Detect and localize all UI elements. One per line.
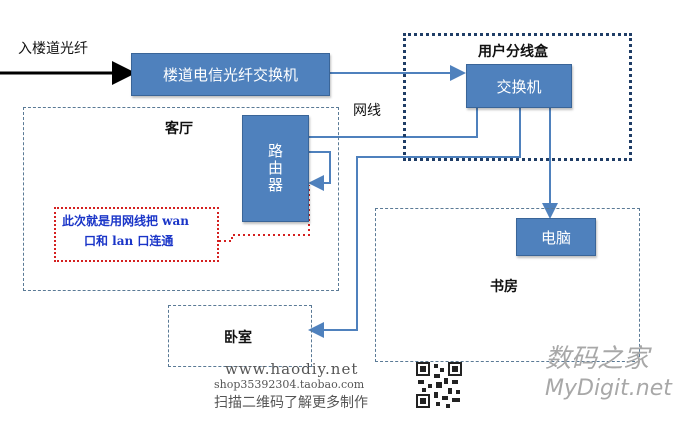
distribution-box-zone [403, 33, 632, 161]
study-zone [375, 208, 640, 362]
study-label: 书房 [490, 279, 518, 295]
router-label: 路由器 [266, 143, 284, 194]
note-line-2: 口和 lan 口连通 [84, 234, 174, 248]
watermark-brand-cn: 数码之家 [545, 344, 650, 374]
watermark-brand-en: MyDigit.net [545, 376, 672, 401]
home-switch-label: 交换机 [496, 77, 542, 96]
living-room-label: 客厅 [165, 121, 193, 137]
computer-label: 电脑 [540, 228, 571, 247]
fiber-in-label: 入楼道光纤 [18, 41, 88, 57]
distribution-box-title: 用户分线盒 [478, 44, 548, 60]
bedroom-label: 卧室 [224, 330, 252, 346]
note-box: 此次就是用网线把 wan 口和 lan 口连通 [54, 207, 219, 262]
watermark-url: www.haodiy.net [225, 360, 359, 378]
living-room-zone [23, 107, 339, 291]
note-line-1: 此次就是用网线把 wan [62, 214, 190, 228]
wire-label: 网线 [353, 103, 381, 119]
watermark-shop: shop35392304.taobao.com [214, 378, 365, 391]
watermark-scan: 扫描二维码了解更多制作 [214, 395, 368, 411]
loopback-line [308, 151, 331, 191]
building-switch-label: 楼道电信光纤交换机 [162, 66, 298, 84]
router[interactable]: 路由器 [242, 115, 309, 222]
wan-line [309, 108, 478, 138]
bedroom-zone [168, 305, 312, 367]
qr-code-icon [416, 362, 462, 408]
bedroom-line [308, 108, 521, 338]
computer[interactable]: 电脑 [516, 218, 596, 256]
home-switch[interactable]: 交换机 [466, 64, 572, 108]
building-switch[interactable]: 楼道电信光纤交换机 [131, 53, 330, 96]
